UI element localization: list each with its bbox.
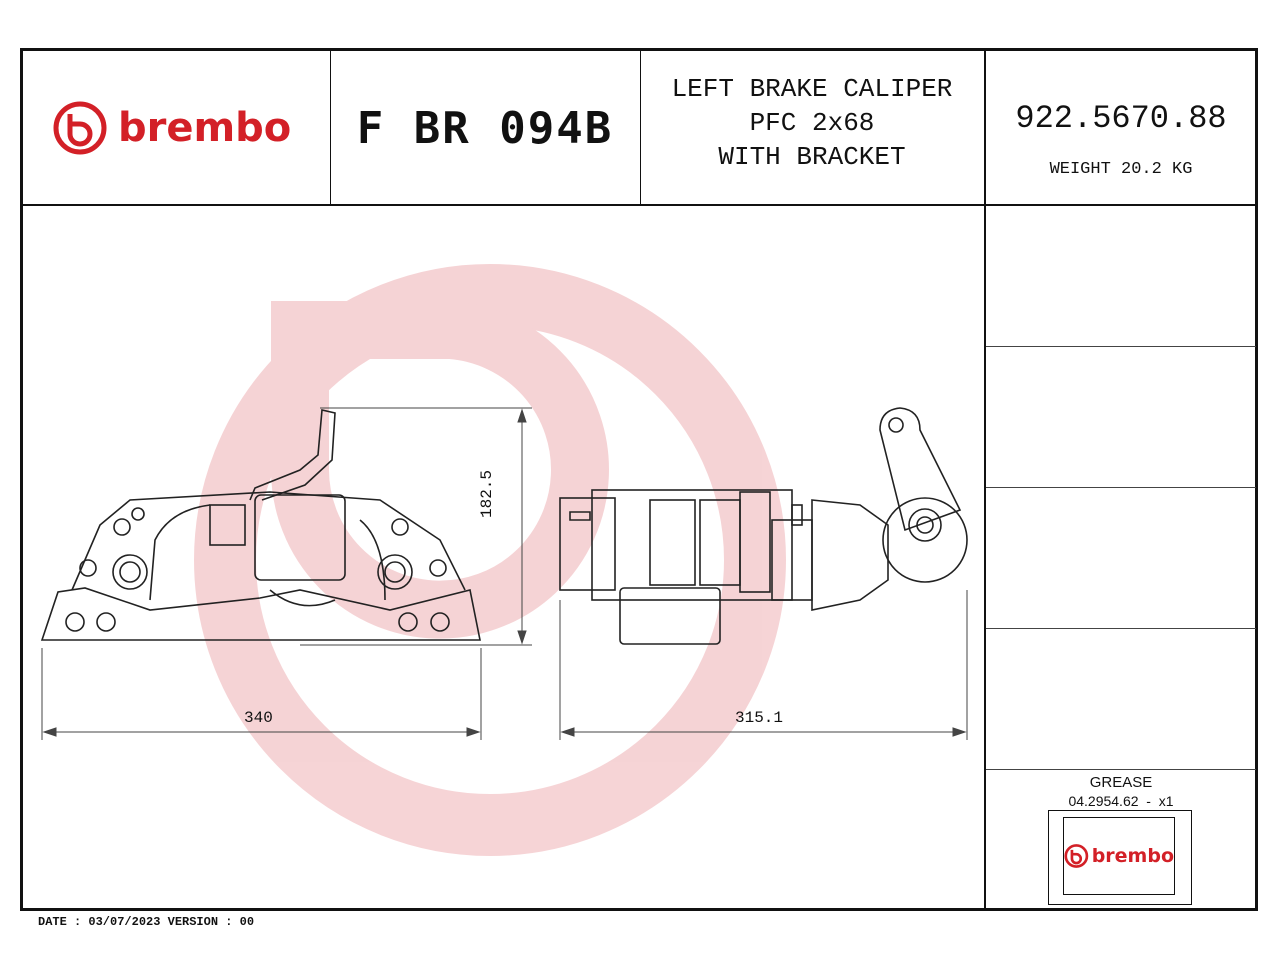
product-description: LEFT BRAKE CALIPER PFC 2x68 WITH BRACKET [642,72,982,174]
brembo-logo-icon [53,101,107,155]
header-col-divider-1 [330,50,331,205]
header-col-divider-2 [640,50,641,205]
brembo-logo-icon [1064,844,1089,868]
footer-date-version: DATE : 03/07/2023 VERSION : 00 [38,915,255,929]
right-row-divider-2 [986,487,1256,488]
header-divider [20,204,1258,206]
drawing-frame [20,48,1258,911]
caliper-front-view [40,409,481,641]
description-line-1: LEFT BRAKE CALIPER [671,74,953,104]
grease-brand-name: brembo [1091,845,1174,867]
grease-package: brembo [1048,810,1192,905]
brand-name: brembo [118,105,292,151]
dimension-lines [41,407,968,740]
dimension-width-front: 340 [244,709,273,727]
description-line-2: PFC 2x68 [749,108,875,138]
grease-label: brembo [1063,817,1175,895]
dimension-height: 182.5 [478,469,496,518]
grease-title: GREASE [1089,774,1153,791]
right-column-divider [984,50,986,910]
caliper-side-view [559,407,968,645]
product-code: F BR 094B [356,102,614,154]
grease-code: 04.2954.62 - x1 [1068,793,1174,809]
right-row-divider-3 [986,628,1256,629]
brembo-watermark-icon [194,264,786,856]
dimension-width-side: 315.1 [735,709,784,727]
description-line-3: WITH BRACKET [718,142,906,172]
part-number: 922.5670.88 [1015,100,1227,137]
right-row-divider-4 [986,769,1256,770]
right-row-divider-1 [986,346,1256,347]
brand-logo: brembo [52,100,291,156]
weight-label: WEIGHT 20.2 KG [1049,160,1193,179]
